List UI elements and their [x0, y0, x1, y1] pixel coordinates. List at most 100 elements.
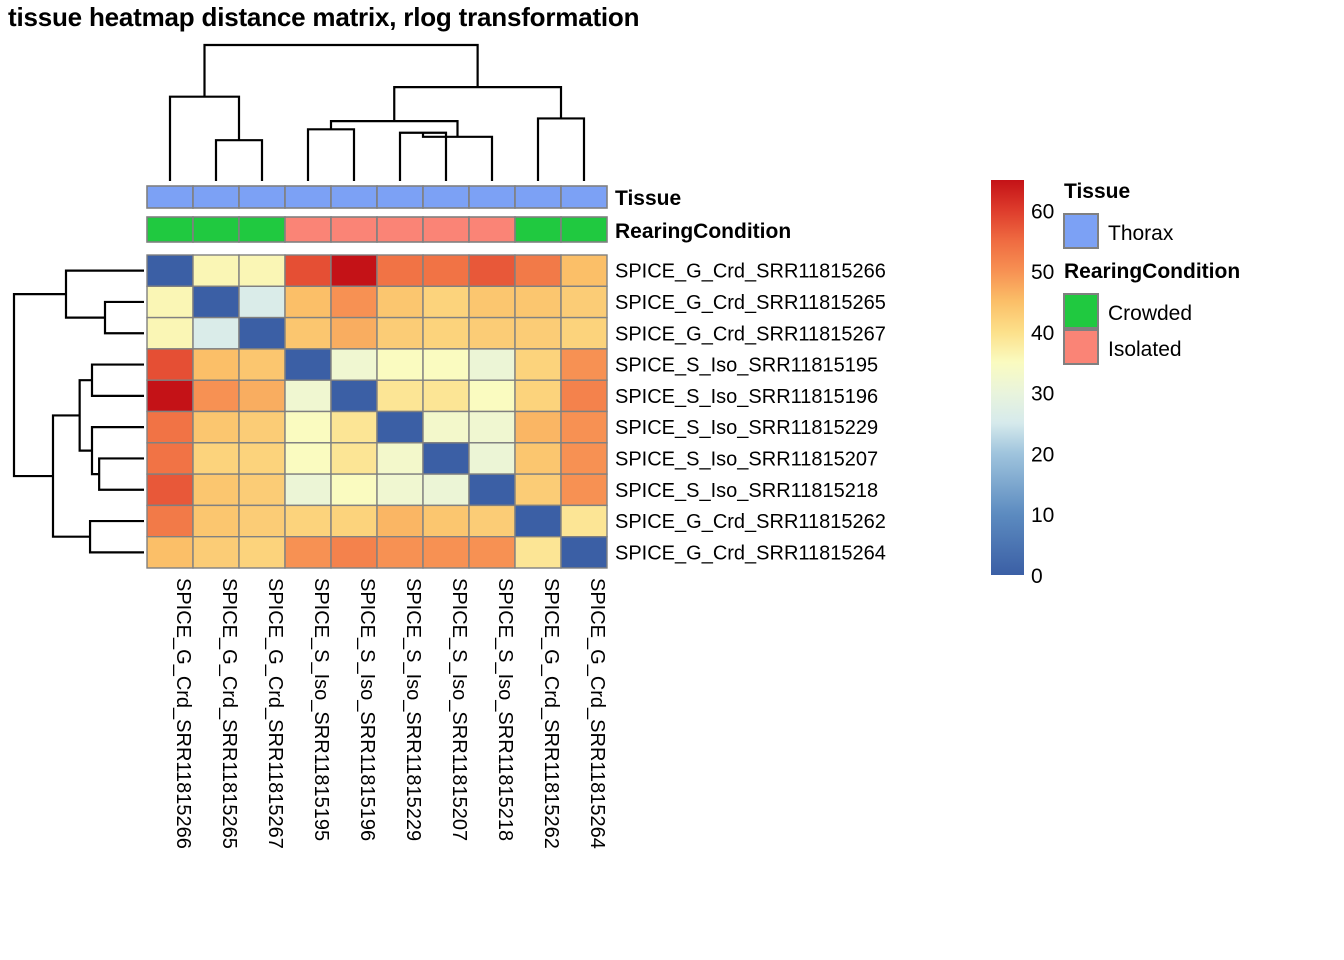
column-label: SPICE_G_Crd_SRR11815265	[218, 578, 240, 849]
colorbar-tick-label: 30	[1031, 383, 1054, 406]
heatmap-cell	[376, 285, 424, 319]
heatmap-cell	[514, 504, 562, 538]
annotation-cell-tissue	[192, 185, 240, 209]
row-label: SPICE_S_Iso_SRR11815207	[615, 448, 878, 470]
heatmap-cell	[238, 379, 286, 413]
heatmap-cell	[330, 285, 378, 319]
annotation-cell-rearing	[422, 216, 470, 243]
heatmap-cell	[376, 410, 424, 444]
row-label: SPICE_S_Iso_SRR11815196	[615, 386, 878, 408]
colorbar-tick-label: 20	[1031, 443, 1054, 466]
column-dendrogram-branch	[168, 95, 241, 181]
heatmap-cell	[422, 316, 470, 350]
heatmap-cell	[560, 536, 608, 569]
annotation-cell-tissue	[514, 185, 562, 209]
heatmap-cell	[376, 316, 424, 350]
page-title: tissue heatmap distance matrix, rlog tra…	[8, 2, 640, 32]
heatmap-cell	[192, 348, 240, 381]
heatmap-cell	[422, 504, 470, 538]
column-dendrogram-branch	[398, 131, 448, 181]
heatmap-cell	[468, 473, 516, 507]
annotation-cell-rearing	[468, 216, 516, 243]
heatmap-cell	[422, 473, 470, 507]
heatmap-cell	[192, 316, 240, 350]
column-dendrogram-branch	[214, 139, 264, 181]
heatmap-cell	[192, 254, 240, 287]
heatmap-cell	[146, 442, 194, 475]
row-dendrogram-branch	[51, 414, 91, 538]
heatmap-cell	[330, 473, 378, 507]
row-label: SPICE_G_Crd_SRR11815265	[615, 292, 886, 314]
row-dendrogram-branch	[12, 293, 66, 478]
colorbar-tick-label: 40	[1031, 322, 1054, 345]
heatmap-cell	[238, 410, 286, 444]
row-label: SPICE_G_Crd_SRR11815266	[615, 261, 886, 283]
heatmap-cell	[192, 504, 240, 538]
heatmap-cell	[514, 254, 562, 287]
heatmap-cell	[330, 254, 378, 287]
heatmap-cell	[376, 442, 424, 475]
heatmap-cell	[468, 410, 516, 444]
heatmap-cell	[560, 442, 608, 475]
annotation-cell-rearing	[146, 216, 194, 243]
heatmap-cell	[422, 285, 470, 319]
heatmap-cell	[192, 410, 240, 444]
heatmap-cell	[146, 536, 194, 569]
heatmap-cell	[330, 316, 378, 350]
column-label: SPICE_G_Crd_SRR11815262	[540, 578, 562, 849]
legend-swatch	[1063, 293, 1099, 329]
heatmap-cell	[238, 536, 286, 569]
heatmap-cell	[422, 379, 470, 413]
heatmap-cell	[514, 285, 562, 319]
column-dendrogram-branch	[536, 117, 586, 181]
legend-item-label: Crowded	[1108, 302, 1192, 325]
heatmap-cell	[146, 410, 194, 444]
legend-item-label: Thorax	[1108, 222, 1174, 245]
heatmap-cell	[468, 379, 516, 413]
column-label: SPICE_S_Iso_SRR11815195	[310, 578, 332, 841]
heatmap-cell	[192, 473, 240, 507]
heatmap-cell	[330, 379, 378, 413]
legend-swatch	[1063, 329, 1099, 365]
annotation-cell-rearing	[192, 216, 240, 243]
row-dendrogram-branch	[78, 379, 92, 452]
annotation-cell-rearing	[514, 216, 562, 243]
heatmap-cell	[422, 442, 470, 475]
heatmap-cell	[330, 410, 378, 444]
column-label: SPICE_S_Iso_SRR11815218	[494, 578, 516, 841]
column-label: SPICE_S_Iso_SRR11815229	[402, 578, 424, 841]
heatmap-cell	[514, 536, 562, 569]
heatmap-cell	[284, 442, 332, 475]
column-label: SPICE_G_Crd_SRR11815264	[586, 578, 608, 849]
heatmap-cell	[238, 504, 286, 538]
annotation-cell-tissue	[330, 185, 378, 209]
colorbar-tick-label: 10	[1031, 504, 1054, 527]
column-label: SPICE_G_Crd_SRR11815266	[172, 578, 194, 849]
row-label: SPICE_G_Crd_SRR11815264	[615, 542, 886, 564]
heatmap-cell	[560, 379, 608, 413]
annotation-cell-tissue	[468, 185, 516, 209]
heatmap-cell	[468, 285, 516, 319]
heatmap-cell	[468, 442, 516, 475]
heatmap-cell	[238, 442, 286, 475]
heatmap-cell	[192, 379, 240, 413]
colorbar-tick-label: 50	[1031, 261, 1054, 284]
heatmap-cell	[376, 504, 424, 538]
annotation-cell-rearing	[560, 216, 608, 243]
heatmap-cell	[284, 473, 332, 507]
heatmap-cell	[560, 473, 608, 507]
row-label: SPICE_S_Iso_SRR11815195	[615, 355, 878, 377]
heatmap-cell	[284, 254, 332, 287]
column-label: SPICE_S_Iso_SRR11815196	[356, 578, 378, 841]
column-label: SPICE_S_Iso_SRR11815207	[448, 578, 470, 841]
heatmap-cell	[284, 504, 332, 538]
row-label: SPICE_G_Crd_SRR11815267	[615, 323, 886, 345]
colorbar-tick-label: 0	[1031, 565, 1043, 588]
column-label: SPICE_G_Crd_SRR11815267	[264, 578, 286, 849]
heatmap-cell	[238, 316, 286, 350]
row-dendrogram-branch	[98, 457, 144, 491]
row-label: SPICE_S_Iso_SRR11815229	[615, 417, 878, 439]
heatmap-cell	[192, 536, 240, 569]
